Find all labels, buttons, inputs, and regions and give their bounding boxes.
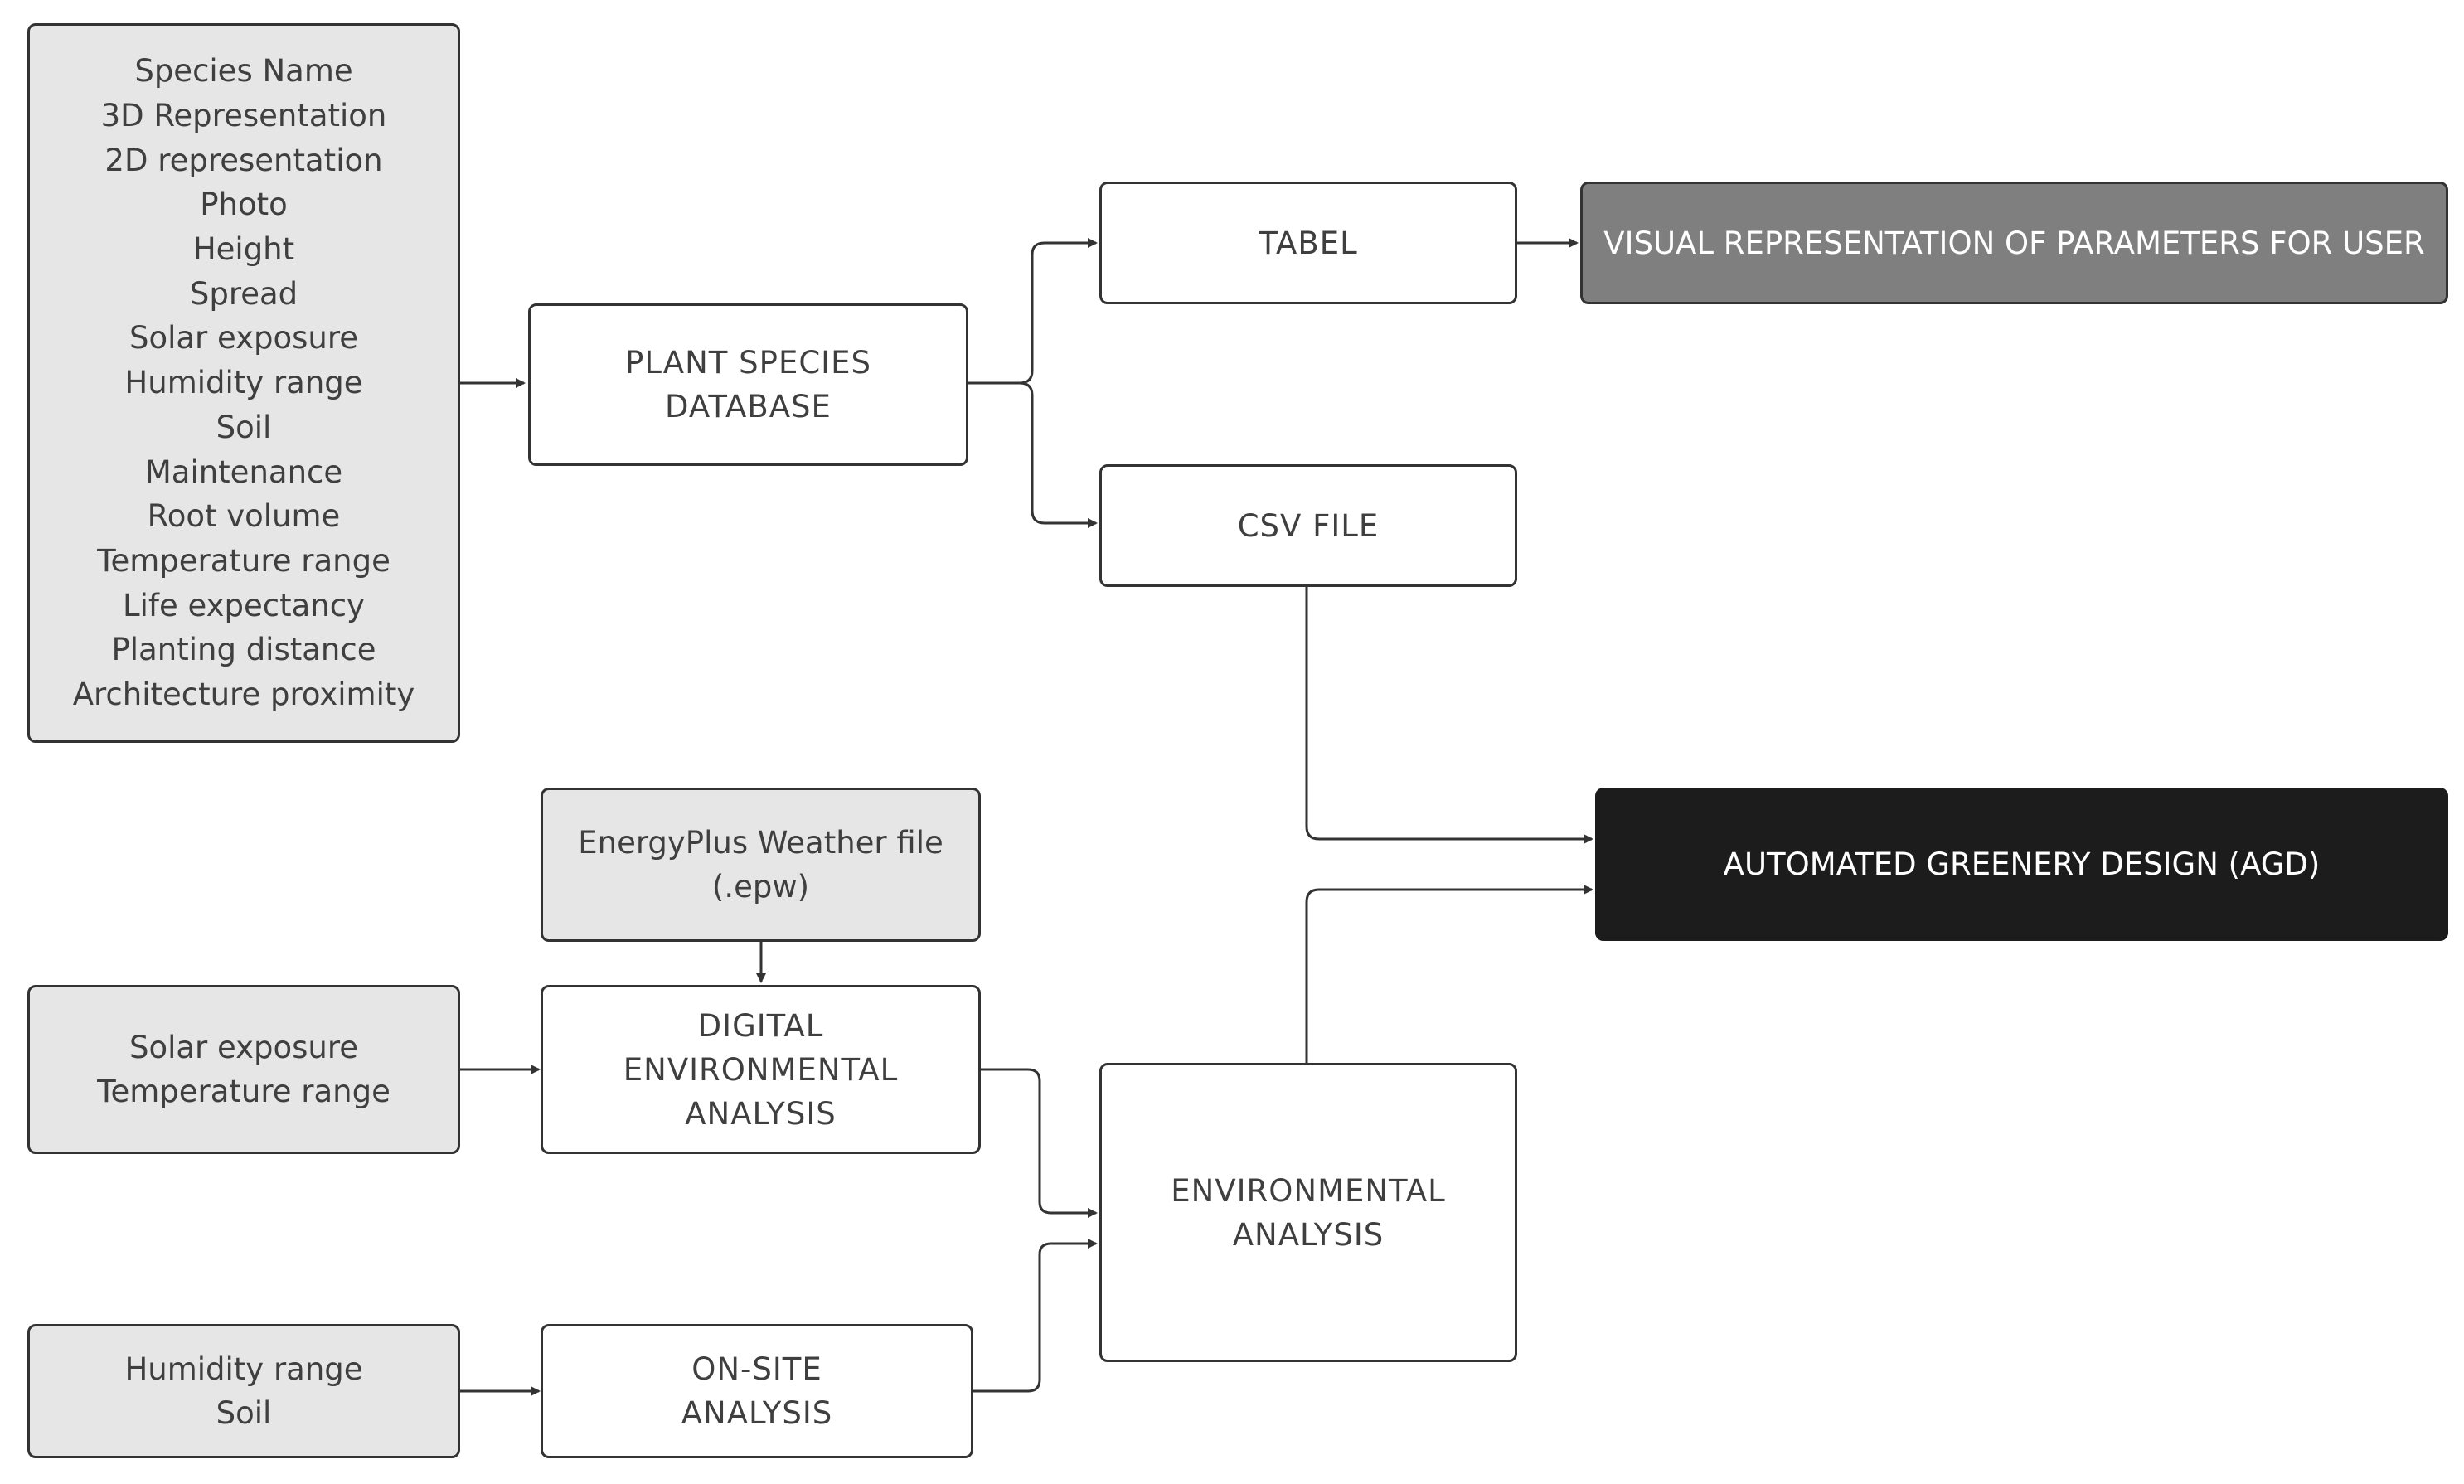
attribute-item: Architecture proximity (72, 677, 415, 713)
node-label: TABEL (1259, 225, 1358, 261)
node-label: ENVIRONMENTAL (623, 1051, 899, 1088)
node-label: ANALYSIS (685, 1095, 837, 1132)
node-label: CSV FILE (1237, 507, 1380, 544)
node-label: Humidity range (124, 1351, 363, 1387)
agd-node: AUTOMATED GREENERY DESIGN (AGD) (1595, 788, 2448, 941)
digital-environmental-analysis-node: DIGITAL ENVIRONMENTAL ANALYSIS (541, 985, 981, 1154)
attribute-item: Solar exposure (129, 320, 359, 356)
arrow-database-to-csv (1019, 381, 1098, 528)
attribute-item: Humidity range (124, 365, 363, 401)
arrow-env-to-agd (1305, 885, 1593, 1063)
environmental-analysis-node: ENVIRONMENTAL ANALYSIS (1099, 1063, 1517, 1362)
arrow-onsite-to-env (972, 1239, 1098, 1393)
attribute-item: Photo (200, 187, 288, 223)
node-label: EnergyPlus Weather file (578, 825, 943, 861)
tabel-node: TABEL (1099, 182, 1517, 304)
node-label: AUTOMATED GREENERY DESIGN (AGD) (1723, 846, 2321, 882)
node-label: DIGITAL (697, 1007, 824, 1044)
node-label: Soil (216, 1395, 272, 1431)
epw-weather-file-node: EnergyPlus Weather file (.epw) (541, 788, 981, 942)
humidity-soil-input-node: Humidity range Soil (27, 1324, 460, 1458)
node-label: VISUAL REPRESENTATION OF PARAMETERS FOR … (1603, 225, 2425, 261)
attribute-item: Species Name (134, 53, 353, 90)
attribute-item: Height (192, 231, 295, 268)
attribute-item: Planting distance (111, 632, 376, 668)
node-label: DATABASE (665, 389, 832, 424)
arrow-database-to-tabel (967, 238, 1098, 385)
csv-file-node: CSV FILE (1099, 464, 1517, 587)
plant-attributes-list: Species Name 3D Representation 2D repres… (27, 23, 460, 743)
attribute-item: 2D representation (104, 142, 383, 178)
node-label: ON-SITE (691, 1351, 822, 1387)
arrow-digital-to-env (980, 1068, 1098, 1218)
node-label: ANALYSIS (1232, 1216, 1385, 1253)
node-label: ANALYSIS (681, 1395, 833, 1431)
arrow-csv-to-agd (1305, 586, 1593, 844)
visual-representation-node: VISUAL REPRESENTATION OF PARAMETERS FOR … (1580, 182, 2448, 304)
attribute-item: 3D Representation (100, 97, 387, 133)
node-label: Temperature range (97, 1074, 390, 1109)
node-label: (.epw) (711, 869, 810, 904)
plant-species-database-node: PLANT SPECIES DATABASE (528, 303, 968, 466)
attribute-item: Soil (216, 409, 272, 445)
solar-temperature-input-node: Solar exposure Temperature range (27, 985, 460, 1154)
node-label: ENVIRONMENTAL (1171, 1172, 1446, 1209)
on-site-analysis-node: ON-SITE ANALYSIS (541, 1324, 973, 1458)
node-label: PLANT SPECIES (625, 345, 871, 381)
attribute-item: Root volume (147, 498, 341, 535)
attribute-item: Life expectancy (123, 587, 365, 623)
node-label: Solar exposure (129, 1030, 359, 1065)
attribute-item: Maintenance (144, 453, 343, 490)
attribute-item: Spread (189, 275, 298, 312)
attribute-item: Temperature range (97, 542, 390, 579)
